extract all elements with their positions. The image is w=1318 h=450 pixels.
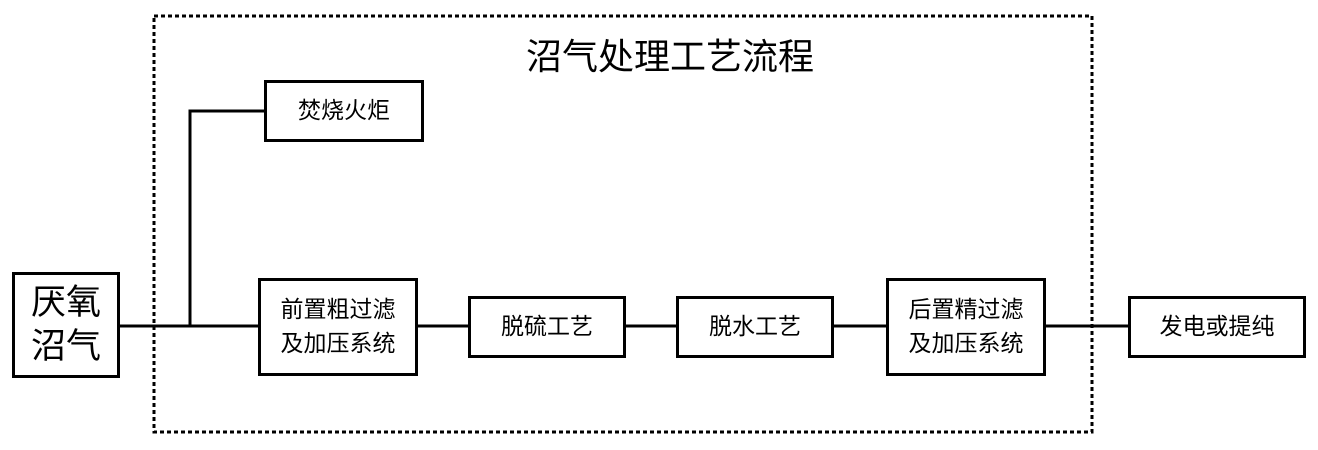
node-post-filter-label: 后置精过滤 及加压系统 (908, 297, 1024, 357)
node-output: 发电或提纯 (1128, 296, 1306, 358)
node-anaerobic-biogas: 厌氧 沼气 (12, 272, 120, 378)
node-desulfurization: 脱硫工艺 (468, 296, 626, 358)
edge-branch-flare (188, 109, 264, 326)
node-post-filter: 后置精过滤 及加压系统 (886, 278, 1046, 376)
node-output-label: 发电或提纯 (1159, 314, 1275, 340)
node-pre-filter: 前置粗过滤 及加压系统 (258, 278, 418, 376)
node-dehydration-label: 脱水工艺 (709, 314, 801, 340)
process-boundary (152, 14, 1094, 434)
node-anaerobic-biogas-label: 厌氧 沼气 (30, 283, 101, 367)
node-flare-label: 焚烧火炬 (298, 98, 390, 124)
node-desulfurization-label: 脱硫工艺 (501, 314, 593, 340)
node-pre-filter-label: 前置粗过滤 及加压系统 (280, 297, 396, 357)
diagram-title: 沼气处理工艺流程 (525, 37, 814, 78)
node-flare: 焚烧火炬 (264, 80, 424, 142)
node-dehydration: 脱水工艺 (676, 296, 834, 358)
